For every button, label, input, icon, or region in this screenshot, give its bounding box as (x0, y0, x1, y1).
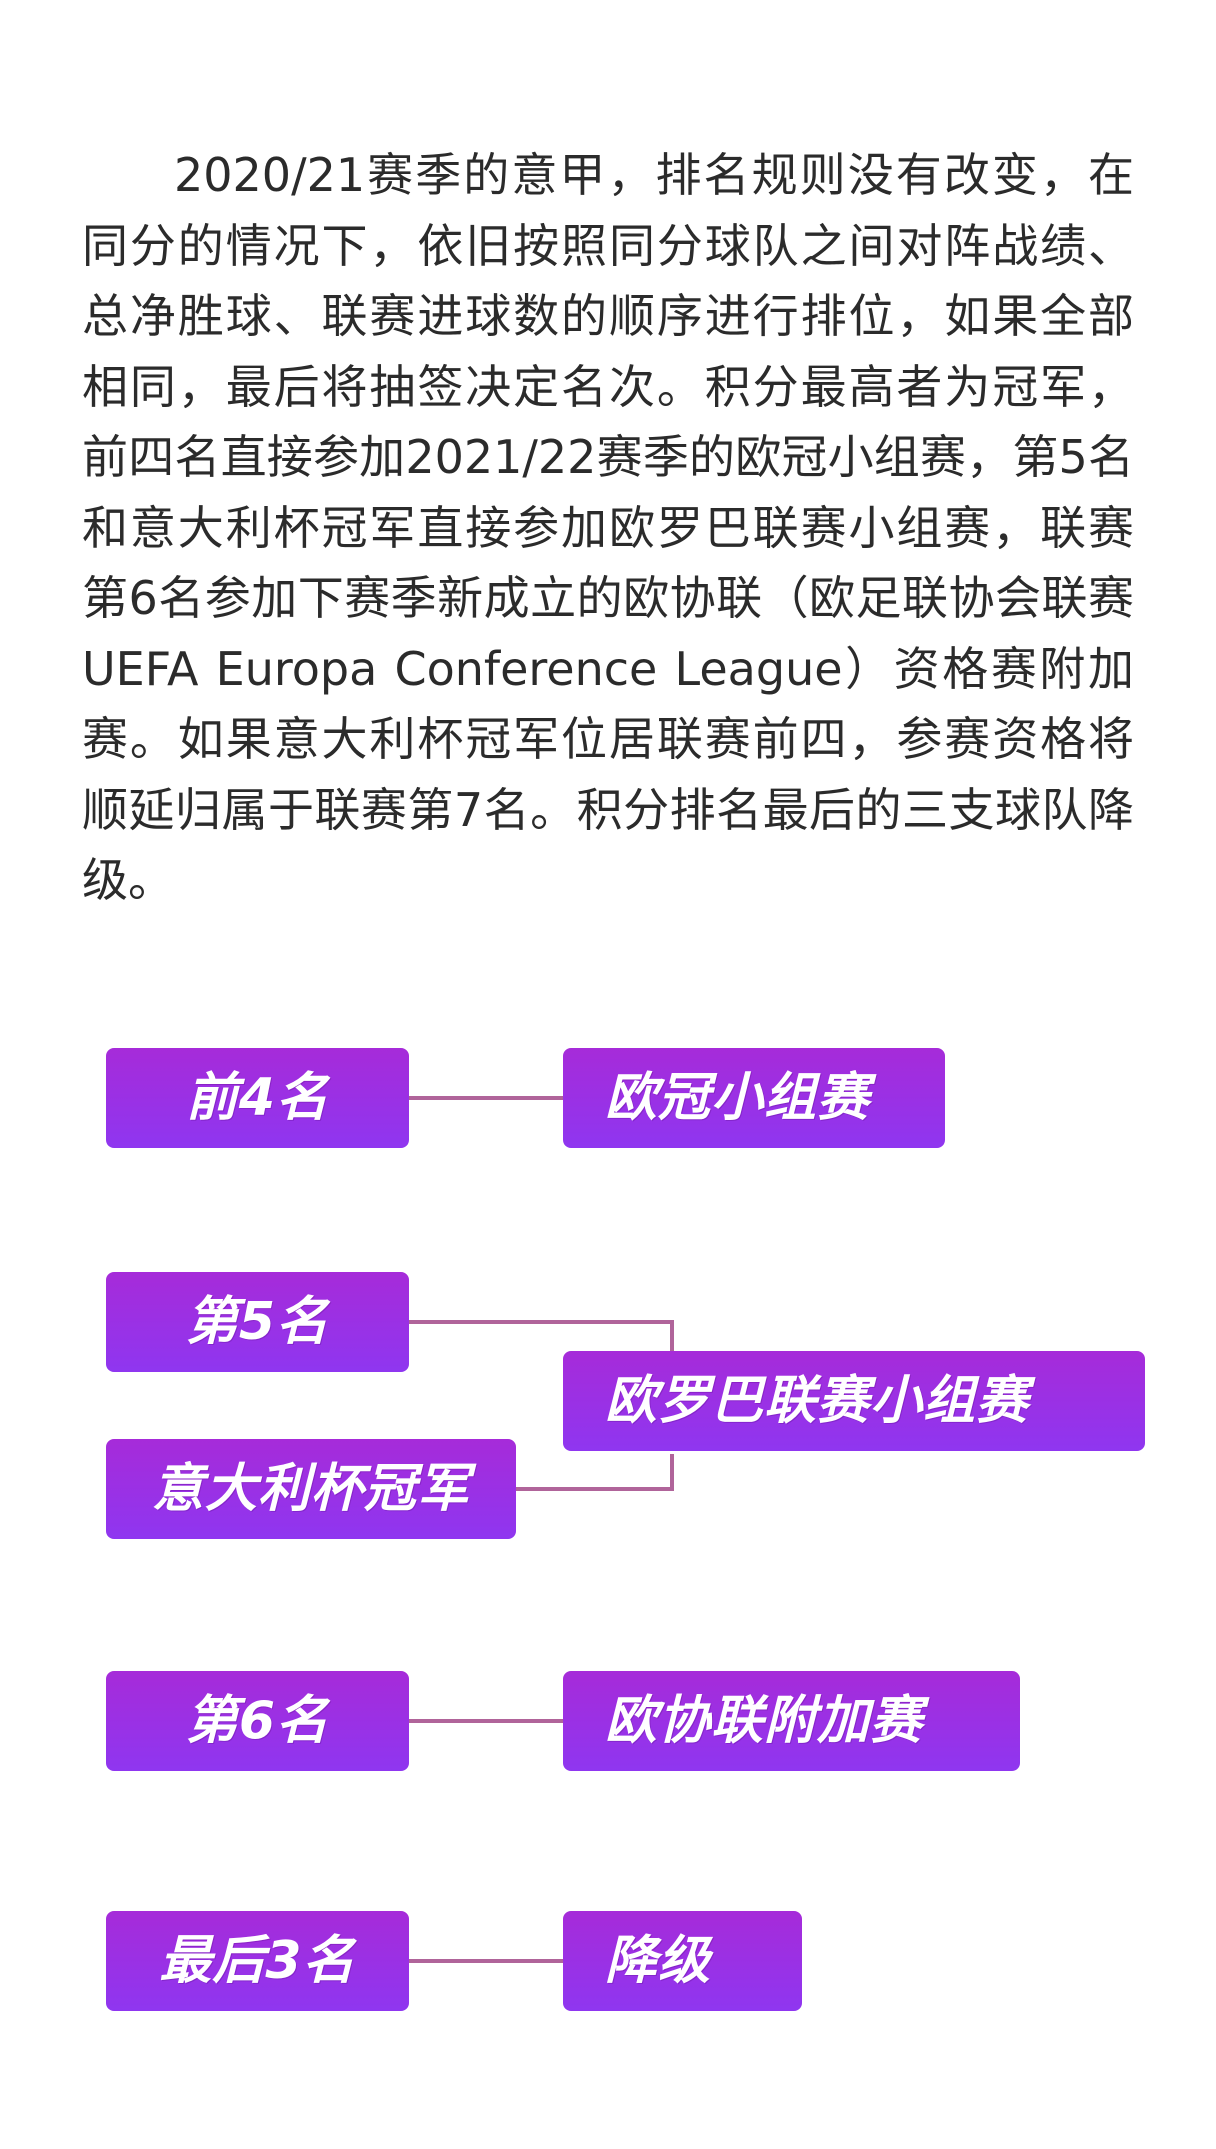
source-bottom3-pill: 最后3名 (106, 1911, 409, 2011)
target-relegation-pill: 降级 (563, 1911, 802, 2011)
target-uecl-playoff-pill: 欧协联附加赛 (563, 1671, 1020, 1771)
source-cup-winner-pill: 意大利杯冠军 (106, 1439, 516, 1539)
connector-cup (516, 1454, 674, 1491)
connector-fifth (409, 1320, 674, 1351)
source-top4-pill: 前4名 (106, 1048, 409, 1148)
target-ucl-group-pill: 欧冠小组赛 (563, 1048, 945, 1148)
source-fifth-pill: 第5名 (106, 1272, 409, 1372)
target-uel-group-pill: 欧罗巴联赛小组赛 (563, 1351, 1145, 1451)
intro-paragraph: 2020/21赛季的意甲，排名规则没有改变，在同分的情况下，依旧按照同分球队之间… (82, 148, 1134, 907)
source-sixth-pill: 第6名 (106, 1671, 409, 1771)
